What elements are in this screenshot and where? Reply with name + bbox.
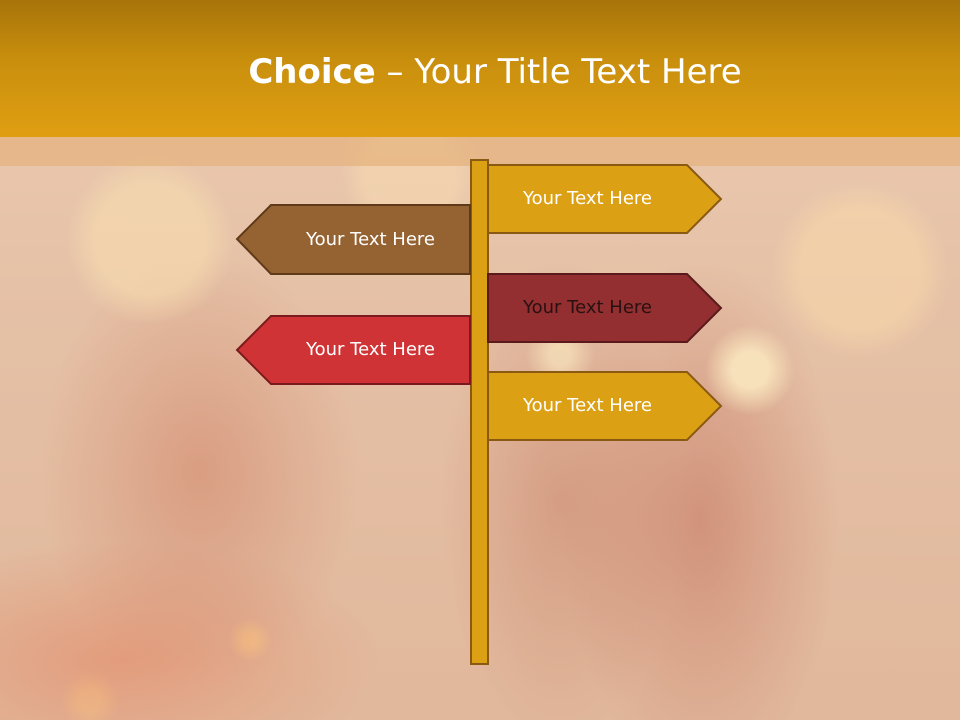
sign-arrow-3[interactable] <box>487 273 723 343</box>
slide-title-rest: – Your Title Text Here <box>375 52 742 92</box>
slide-title[interactable]: Choice – Your Title Text Here <box>0 52 960 92</box>
sign-label-3: Your Text Here <box>523 297 652 318</box>
sign-arrow-4[interactable] <box>235 315 471 385</box>
sign-label-1: Your Text Here <box>523 188 652 209</box>
sign-label-5: Your Text Here <box>523 395 652 416</box>
signpost-pole[interactable] <box>470 159 489 665</box>
sign-label-2: Your Text Here <box>306 229 435 250</box>
sign-arrow-1[interactable] <box>487 164 723 234</box>
sign-label-4: Your Text Here <box>306 339 435 360</box>
sign-arrow-5[interactable] <box>487 371 723 441</box>
title-bar <box>0 0 960 137</box>
sign-arrow-2[interactable] <box>235 204 471 275</box>
slide-title-bold: Choice <box>248 52 376 92</box>
